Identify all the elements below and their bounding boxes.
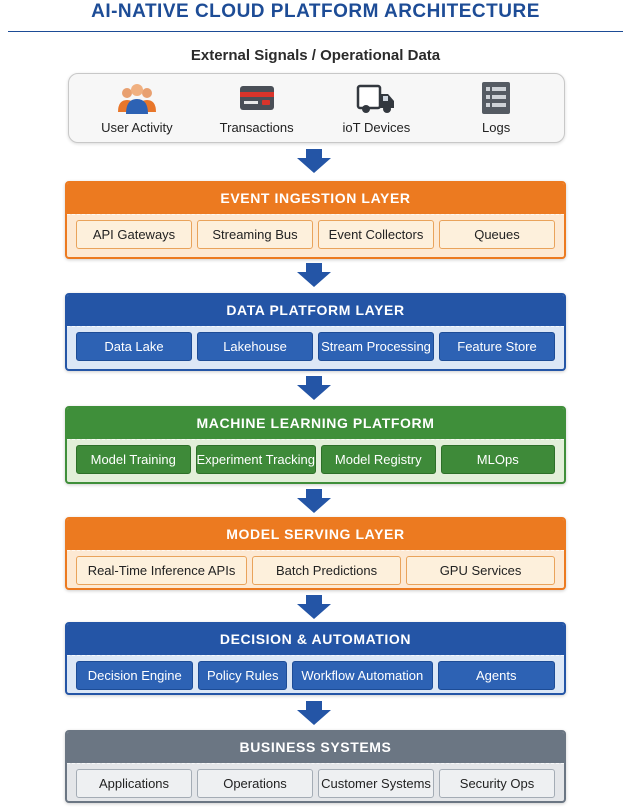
component-box: Queues <box>439 220 555 249</box>
layer-title: DECISION & AUTOMATION <box>67 624 564 655</box>
signal-logs: Logs <box>437 80 555 135</box>
component-box: MLOps <box>440 445 555 474</box>
component-box: Model Training <box>76 445 191 474</box>
users-icon <box>117 84 156 114</box>
component-box: Customer Systems <box>318 769 434 798</box>
flow-arrow-down <box>297 489 331 513</box>
layer-title: MODEL SERVING LAYER <box>67 519 564 550</box>
layer-title: BUSINESS SYSTEMS <box>67 732 564 763</box>
component-box: Agents <box>437 661 555 690</box>
component-box: Applications <box>76 769 192 798</box>
flow-arrow-down <box>297 701 331 725</box>
component-box: Real-Time Inference APIs <box>76 556 248 585</box>
flow-arrow-down <box>297 376 331 400</box>
component-box: Policy Rules <box>198 661 288 690</box>
component-box: Batch Predictions <box>252 556 402 585</box>
diagram-title: AI-NATIVE CLOUD PLATFORM ARCHITECTURE <box>91 1 540 22</box>
component-box: API Gateways <box>76 220 192 249</box>
layer-decision-automation: DECISION & AUTOMATION Decision Engine Po… <box>65 622 566 695</box>
component-box: Experiment Tracking <box>195 445 316 474</box>
layer-business-systems: BUSINESS SYSTEMS Applications Operations… <box>65 730 566 803</box>
component-box: Data Lake <box>76 332 192 361</box>
log-list-icon <box>482 82 511 114</box>
flow-arrow-down <box>297 595 331 619</box>
truck-icon <box>357 84 395 113</box>
signal-label: Transactions <box>219 120 294 135</box>
component-box: Streaming Bus <box>197 220 313 249</box>
signal-user-activity: User Activity <box>78 80 196 135</box>
layer-data-platform: DATA PLATFORM LAYER Data Lake Lakehouse … <box>65 293 566 371</box>
component-box: Event Collectors <box>318 220 434 249</box>
signals-heading: External Signals / Operational Data <box>190 47 441 64</box>
component-box: Model Registry <box>321 445 436 474</box>
layer-title: DATA PLATFORM LAYER <box>67 295 564 326</box>
component-box: Stream Processing <box>318 332 434 361</box>
component-box: Lakehouse <box>197 332 313 361</box>
flow-arrow-down <box>297 149 331 173</box>
component-box: Decision Engine <box>76 661 194 690</box>
component-box: Operations <box>197 769 313 798</box>
layer-title: EVENT INGESTION LAYER <box>67 183 564 214</box>
signal-iot-devices: ioT Devices <box>317 80 435 135</box>
signal-transactions: Transactions <box>198 80 316 135</box>
component-box: Feature Store <box>439 332 555 361</box>
signals-panel: User Activity Transactions ioT Devices <box>68 73 565 143</box>
layer-machine-learning: MACHINE LEARNING PLATFORM Model Training… <box>65 406 566 484</box>
signal-label: ioT Devices <box>342 120 411 135</box>
layer-model-serving: MODEL SERVING LAYER Real-Time Inference … <box>65 517 566 590</box>
component-box: Security Ops <box>439 769 555 798</box>
layer-title: MACHINE LEARNING PLATFORM <box>67 408 564 439</box>
layer-event-ingestion: EVENT INGESTION LAYER API Gateways Strea… <box>65 181 566 259</box>
signal-label: Logs <box>482 120 511 135</box>
title-divider <box>8 31 623 32</box>
component-box: Workflow Automation <box>292 661 433 690</box>
credit-card-icon <box>239 86 274 110</box>
flow-arrow-down <box>297 263 331 287</box>
component-box: GPU Services <box>406 556 555 585</box>
signal-label: User Activity <box>101 120 173 135</box>
